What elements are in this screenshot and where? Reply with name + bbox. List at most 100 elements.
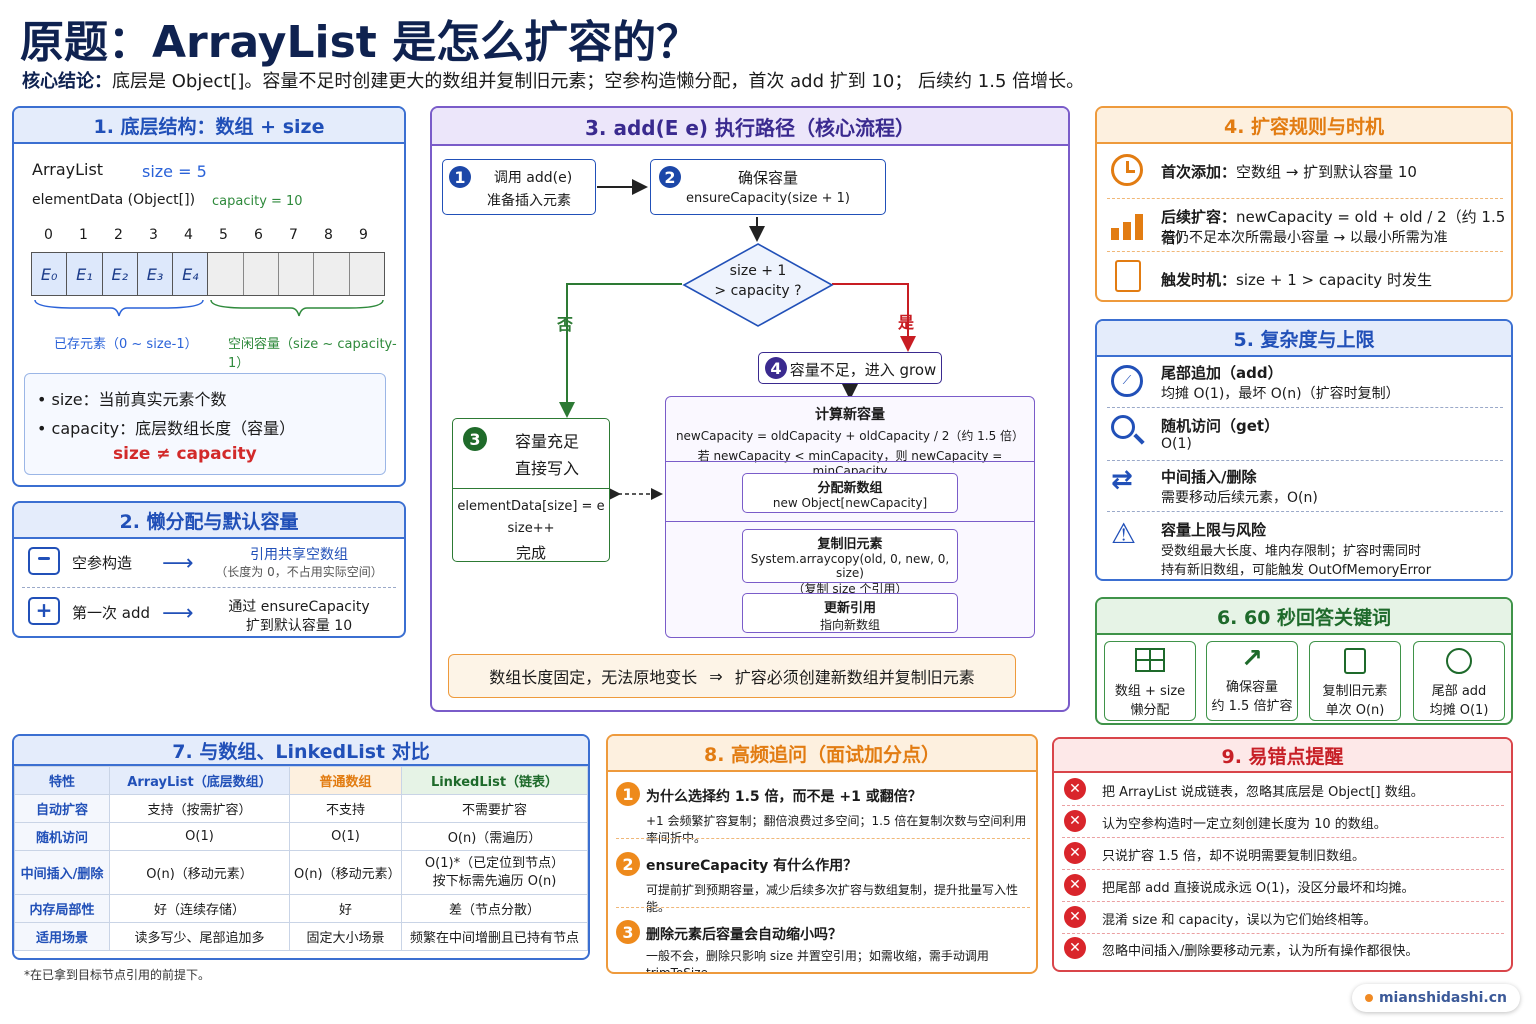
pitfall-item: 认为空参构造时一定立刻创建长度为 10 的数组。	[1102, 817, 1387, 832]
keyword-tile: 复制旧元素 单次 O(n)	[1309, 641, 1401, 721]
index: 4	[184, 227, 193, 243]
step-number: 3	[463, 427, 487, 451]
note-size: • size：当前真实元素个数	[37, 390, 227, 409]
section-title: 6. 60 秒回答关键词	[1097, 599, 1511, 635]
element-cell: E₀	[32, 253, 68, 295]
step-number: 1	[449, 166, 471, 188]
brand-text: mianshidashi.cn	[1378, 990, 1508, 1006]
table-cell: 好（连续存储）	[109, 894, 290, 923]
brand-badge[interactable]: mianshidashi.cn	[1352, 984, 1520, 1012]
question-number: 1	[616, 782, 640, 806]
section-title: 7. 与数组、LinkedList 对比	[14, 736, 588, 766]
yes-label: 是	[898, 313, 915, 332]
section-complexity: 5. 复杂度与上限 ⟋ 尾部追加（add） 均摊 O(1)，最坏 O(n)（扩容…	[1095, 319, 1513, 581]
shuffle-icon: ⇄	[1111, 465, 1133, 495]
complexity-title: 容量上限与风险	[1161, 521, 1267, 539]
section-followups: 8. 高频追问（面试加分点） 1 为什么选择约 1.5 倍，而不是 +1 或翻倍…	[606, 734, 1038, 974]
gauge-icon: ⟋	[1111, 365, 1143, 397]
summary-right: 扩容必须创建新数组并复制旧元素	[734, 668, 975, 687]
complexity-desc: 需要移动后续元素，O(n)	[1161, 490, 1318, 506]
section-title: 4. 扩容规则与时机	[1097, 108, 1511, 144]
complexity-title: 中间插入/删除	[1161, 468, 1257, 486]
core-conclusion: 核心结论：底层是 Object[]。容量不足时创建更大的数组并复制旧元素；空参构…	[22, 67, 1084, 93]
divider	[1062, 805, 1504, 806]
divider	[1107, 198, 1503, 199]
decision-text: > capacity ?	[714, 283, 802, 299]
grow-step-title: 分配新数组	[817, 481, 883, 496]
used-label: 已存元素（0 ~ size-1）	[54, 337, 198, 352]
no-label: 否	[557, 315, 574, 334]
complexity-desc: 持有新旧数组，可能触发 OutOfMemoryError	[1161, 563, 1432, 578]
empty-cell	[349, 253, 384, 295]
grow-step-text: 指向新数组	[819, 618, 880, 632]
divider	[616, 907, 1030, 908]
step-call-add: 1 调用 add(e) 准备插入元素	[442, 159, 596, 215]
table-cell: 自动扩容	[14, 794, 110, 823]
section-add-flow: 3. add(E e) 执行路径（核心流程） 1 调用 add(e) 准备插入元…	[430, 106, 1070, 712]
divider	[1062, 901, 1504, 902]
pitfall-item: 只说扩容 1.5 倍，却不说明需要复制旧数组。	[1102, 849, 1365, 864]
grow-step-text: newCapacity = oldCapacity + oldCapacity …	[675, 429, 1025, 443]
default-capacity-label: 扩到默认容量 10	[245, 618, 353, 634]
keyword-line: 均摊 O(1)	[1429, 703, 1489, 718]
size-capacity-note: • size：当前真实元素个数 • capacity：底层数组长度（容量） si…	[24, 373, 386, 475]
capacity-value: capacity = 10	[212, 194, 303, 209]
array-cells: E₀ E₁ E₂ E₃ E₄	[31, 252, 385, 296]
table-header: 特性 ArrayList（底层数组） 普通数组 LinkedList（链表）	[14, 766, 588, 795]
trend-up-icon: ↗	[1241, 644, 1263, 674]
divider	[1107, 251, 1503, 252]
shared-empty-array: 引用共享空数组	[250, 547, 348, 563]
keyword-line: 尾部 add	[1431, 684, 1487, 699]
grow-step-title: 计算新容量	[815, 407, 885, 423]
grow-step-alloc: 分配新数组 new Object[newCapacity]	[742, 473, 958, 513]
step-text: 准备插入元素	[487, 193, 571, 209]
conclusion-text: 底层是 Object[]。容量不足时创建更大的数组并复制旧元素；空参构造懒分配，…	[112, 71, 1085, 92]
table-cell: O(1)	[289, 822, 402, 851]
arrow-icon: ⟶	[162, 551, 194, 576]
step-text: 直接写入	[514, 459, 579, 478]
grow-step-title: 更新引用	[823, 601, 876, 616]
section-title: 9. 易错点提醒	[1054, 739, 1511, 773]
table-cell: O(n)（需遍历）	[401, 822, 588, 851]
rule-later-growth: 后续扩容：newCapacity = old + old / 2（约 1.5 倍…	[1161, 208, 1506, 247]
table-cell: 内存局部性	[14, 894, 110, 923]
keyword-tile: ↗ 确保容量 约 1.5 倍扩容	[1206, 641, 1298, 721]
divider	[1062, 869, 1504, 870]
error-x-icon: ✕	[1064, 937, 1086, 959]
question: ensureCapacity 有什么作用？	[646, 858, 858, 874]
step-number: 2	[659, 166, 681, 188]
table-row: 内存局部性好（连续存储）好差（节点分散）	[14, 894, 588, 923]
clock-icon	[1111, 154, 1143, 186]
element-cell: E₃	[137, 253, 174, 295]
complexity-desc: 受数组最大长度、堆内存限制；扩容时需同时	[1161, 544, 1422, 559]
question-number: 3	[616, 920, 640, 944]
section-comparison: 7. 与数组、LinkedList 对比 特性 ArrayList（底层数组） …	[12, 734, 590, 960]
free-label: 空闲容量（size ~ capacity-1）	[228, 337, 397, 371]
divider	[616, 838, 1030, 839]
search-icon-handle	[1133, 433, 1145, 445]
table-cell: 中间插入/删除	[14, 850, 110, 895]
range-braces	[34, 299, 384, 317]
empty-constructor-label: 空参构造	[72, 554, 133, 572]
answer: 一般不会，删除只影响 size 并置空引用；如需收缩，需手动调用 trimToS…	[646, 949, 989, 974]
table-cell: 支持（按需扩容）	[109, 794, 290, 823]
index: 5	[219, 227, 228, 243]
step-ensure-capacity: 2 确保容量 ensureCapacity(size + 1)	[650, 159, 886, 215]
question-number: 2	[616, 852, 640, 876]
conclusion-label: 核心结论：	[22, 71, 112, 92]
step-text: 调用 add(e)	[493, 170, 573, 186]
grow-step-text: new Object[newCapacity]	[772, 496, 928, 510]
brand-dot-icon	[1364, 994, 1373, 1002]
error-x-icon: ✕	[1064, 778, 1086, 800]
growth-chart-icon	[1111, 208, 1145, 240]
keyword-line: 约 1.5 倍扩容	[1211, 699, 1293, 714]
table-cell: O(n)（移动元素）	[109, 850, 290, 895]
complexity-title: 随机访问（get）	[1161, 417, 1280, 435]
neq-note: size ≠ capacity	[113, 444, 257, 464]
step-text: ensureCapacity(size + 1)	[686, 191, 850, 206]
pitfall-item: 混淆 size 和 capacity，误以为它们始终相等。	[1102, 913, 1377, 928]
step-write-direct: 3 容量充足 直接写入 elementData[size] = e size++…	[452, 418, 610, 562]
answer: 可提前扩到预期容量，减少后续多次扩容与数组复制，提升批量写入性能。	[646, 883, 1019, 914]
empty-cell	[314, 253, 350, 295]
